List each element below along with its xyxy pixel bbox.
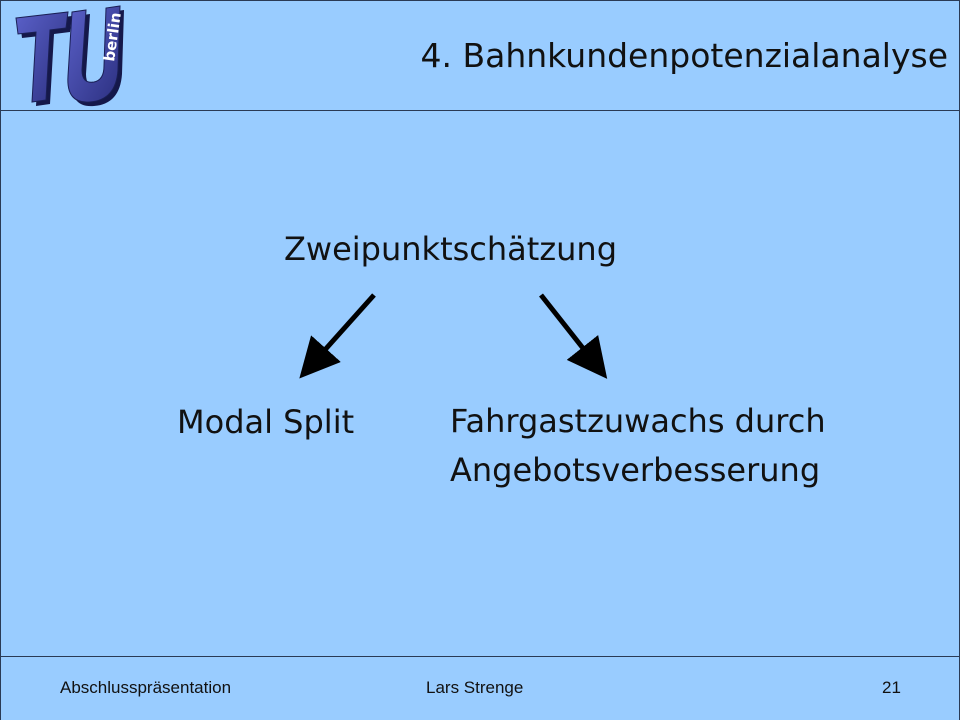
header-divider bbox=[0, 110, 960, 111]
page-title: 4. Bahnkundenpotenzialanalyse bbox=[420, 36, 948, 75]
diagram-right-branch-label-line2: Angebotsverbesserung bbox=[450, 451, 821, 489]
diagram-root-label: Zweipunktschätzung bbox=[284, 230, 617, 268]
arrow-to-modal-split bbox=[299, 293, 376, 379]
diagram-left-branch-label: Modal Split bbox=[177, 403, 355, 441]
arrow-to-fahrgastzuwachs bbox=[539, 293, 608, 379]
footer-presentation-title: Abschlusspräsentation bbox=[60, 678, 232, 697]
diagram-right-branch-label-line1: Fahrgastzuwachs durch bbox=[450, 402, 826, 440]
footer-author: Lars Strenge bbox=[426, 678, 524, 697]
frame-left-border bbox=[0, 0, 1, 720]
footer-page-number: 21 bbox=[882, 678, 901, 697]
tu-berlin-logo-icon: berlin bbox=[15, 5, 125, 107]
footer-divider bbox=[0, 656, 960, 657]
frame-top-border bbox=[0, 0, 960, 1]
